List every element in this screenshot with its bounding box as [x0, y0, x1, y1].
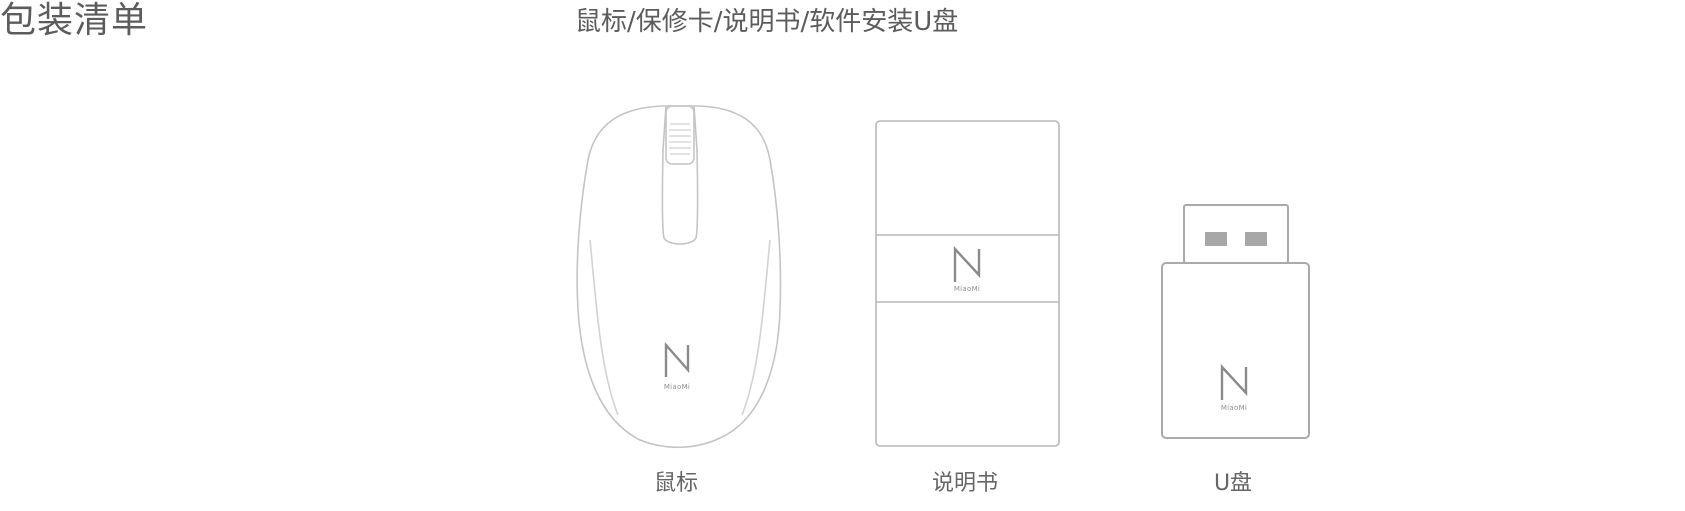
usb-drive-caption: U盘	[1213, 471, 1253, 496]
usb-drive-illustration	[1161, 204, 1310, 439]
page-title: 包装清单	[0, 0, 149, 41]
mouse-caption: 鼠标	[653, 471, 698, 496]
usb-brand-text: MiaoMi	[1221, 404, 1247, 412]
manual-illustration	[875, 120, 1060, 447]
usb-brand-logo: MiaoMi	[1220, 363, 1248, 412]
usb-contact-right-icon	[1245, 232, 1267, 246]
mouse-brand-logo: MiaoMi	[664, 341, 690, 391]
manual-caption: 说明书	[931, 471, 998, 496]
mouse-illustration	[576, 105, 782, 449]
manual-brand-text: MiaoMi	[954, 285, 980, 293]
usb-contact-left-icon	[1205, 232, 1227, 246]
manual-brand-logo: MiaoMi	[953, 245, 981, 293]
mouse-brand-text: MiaoMi	[664, 383, 690, 391]
package-contents-list: 鼠标/保修卡/说明书/软件安装U盘	[575, 7, 959, 37]
